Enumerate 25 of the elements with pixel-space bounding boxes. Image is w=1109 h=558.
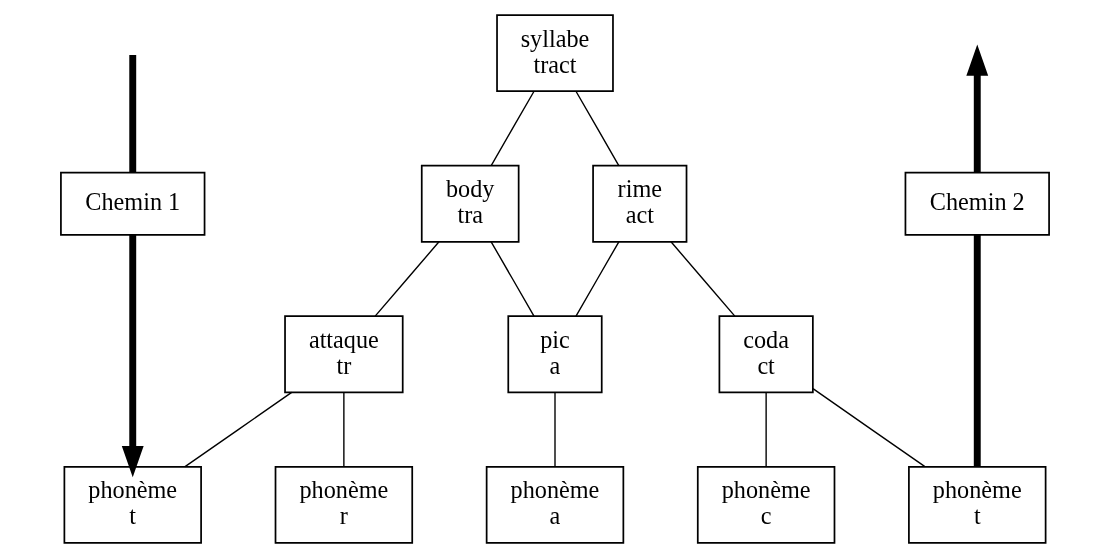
connector bbox=[489, 241, 535, 317]
node-box: body tra bbox=[420, 164, 520, 243]
node-box: Chemin 2 bbox=[904, 171, 1050, 236]
connector bbox=[374, 241, 440, 317]
connector bbox=[669, 241, 735, 317]
node-box: phonème t bbox=[63, 465, 202, 544]
node-box: phonème a bbox=[485, 465, 624, 544]
node-box: pic a bbox=[506, 315, 603, 394]
arrow bbox=[965, 44, 988, 173]
node-box: phonème c bbox=[696, 465, 835, 544]
node-box: attaque tr bbox=[283, 315, 404, 394]
connector bbox=[342, 391, 345, 468]
connector bbox=[764, 391, 767, 468]
node-box: rime act bbox=[591, 164, 687, 243]
connector bbox=[183, 391, 292, 468]
node-box: phonème t bbox=[907, 465, 1046, 544]
connector bbox=[553, 391, 556, 468]
connector bbox=[574, 90, 619, 167]
node-box: phonème r bbox=[274, 465, 413, 544]
node-box: coda ct bbox=[718, 315, 814, 394]
node-box: Chemin 1 bbox=[59, 171, 205, 236]
connector bbox=[811, 387, 925, 468]
node-box: syllabe tract bbox=[495, 14, 614, 93]
connector bbox=[574, 241, 620, 317]
connector bbox=[490, 90, 535, 167]
